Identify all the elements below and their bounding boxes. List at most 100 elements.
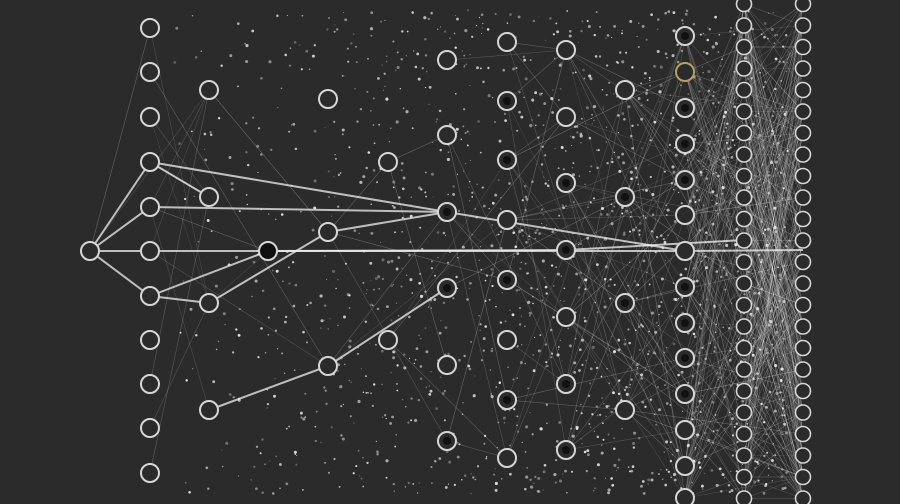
connection-edge [743, 25, 804, 177]
connection-edge [684, 25, 804, 431]
signal-particle [491, 348, 493, 350]
hidden-node [675, 205, 695, 225]
signal-particle [591, 345, 595, 349]
signal-particle [525, 475, 529, 479]
signal-particle [348, 345, 352, 349]
signal-particle [782, 45, 785, 48]
signal-particle [562, 473, 564, 475]
signal-particle [578, 293, 581, 296]
connection-edge [684, 175, 804, 499]
signal-particle [396, 389, 399, 392]
signal-particle [206, 219, 210, 222]
connection-edge [506, 116, 567, 161]
signal-particle [735, 488, 737, 490]
hidden-node [378, 152, 398, 172]
signal-particle [244, 42, 247, 45]
signal-particle [250, 479, 253, 481]
signal-particle [541, 145, 544, 148]
signal-particle [711, 199, 713, 201]
signal-particle [424, 86, 427, 89]
signal-particle [266, 403, 269, 406]
signal-particle [465, 63, 468, 65]
signal-particle [390, 259, 394, 263]
connection-edge [684, 154, 745, 467]
signal-particle [666, 346, 668, 349]
signal-particle [761, 163, 765, 166]
connection-edge [743, 111, 804, 327]
signal-particle [294, 147, 298, 151]
signal-particle [611, 160, 614, 164]
connection-edge [743, 3, 804, 392]
signal-particle [281, 352, 284, 355]
signal-particle [384, 19, 386, 22]
connection-edge [565, 49, 686, 109]
signal-particle [583, 450, 587, 454]
signal-particle [596, 435, 600, 439]
connection-edge [743, 197, 804, 478]
signal-particle [577, 244, 579, 246]
node-core [443, 284, 451, 292]
signal-particle [438, 457, 442, 460]
signal-particle [610, 477, 613, 480]
signal-particle [697, 351, 701, 355]
node-core [503, 276, 511, 284]
node-core [681, 283, 689, 291]
highlighted-edge [149, 250, 269, 297]
signal-particle [781, 414, 784, 417]
signal-particle [648, 283, 651, 286]
connection-edge [624, 261, 804, 304]
signal-particle [420, 188, 423, 191]
connection-edge [743, 111, 804, 435]
signal-particle [387, 260, 390, 264]
signal-particle [273, 394, 276, 398]
signal-particle [780, 367, 784, 371]
signal-particle [728, 327, 731, 330]
output-node [794, 60, 812, 77]
connection-edge [743, 175, 804, 284]
signal-particle [613, 205, 616, 208]
signal-particle [612, 391, 615, 395]
signal-particle [766, 351, 770, 355]
signal-particle [606, 368, 608, 370]
connection-edge [743, 412, 804, 499]
signal-particle [545, 224, 548, 226]
output-node [794, 404, 812, 421]
signal-particle [593, 477, 596, 480]
signal-particle [396, 51, 399, 54]
signal-particle [784, 431, 788, 435]
connection-edge [743, 304, 804, 370]
signal-particle [346, 47, 349, 50]
signal-particle [589, 77, 593, 81]
signal-particle [301, 14, 304, 17]
signal-particle [323, 319, 325, 321]
signal-particle [705, 298, 708, 301]
signal-particle [403, 366, 407, 370]
signal-particle [724, 234, 726, 236]
signal-particle [516, 252, 520, 255]
signal-particle [492, 272, 494, 274]
signal-particle [214, 284, 218, 288]
signal-particle [288, 130, 291, 133]
connection-edge [743, 3, 804, 413]
signal-particle [299, 411, 303, 415]
connection-edge [743, 111, 804, 435]
signal-particle [509, 309, 511, 311]
signal-particle [551, 352, 554, 355]
signal-particle [586, 453, 590, 457]
signal-particle [411, 11, 414, 14]
connection-edge [446, 211, 508, 281]
connection-edge [684, 369, 804, 395]
signal-particle [641, 400, 645, 404]
signal-particle [696, 290, 698, 293]
connection-edge [743, 347, 804, 456]
connection-edge [743, 68, 804, 478]
connection-edge [565, 316, 686, 395]
signal-particle [693, 363, 696, 366]
signal-particle [600, 375, 603, 378]
signal-particle [524, 77, 528, 81]
connection-edge [743, 347, 804, 435]
signal-particle [461, 50, 464, 52]
connection-edge [743, 68, 804, 155]
connection-edge [743, 154, 804, 263]
connection-edge [565, 116, 686, 181]
